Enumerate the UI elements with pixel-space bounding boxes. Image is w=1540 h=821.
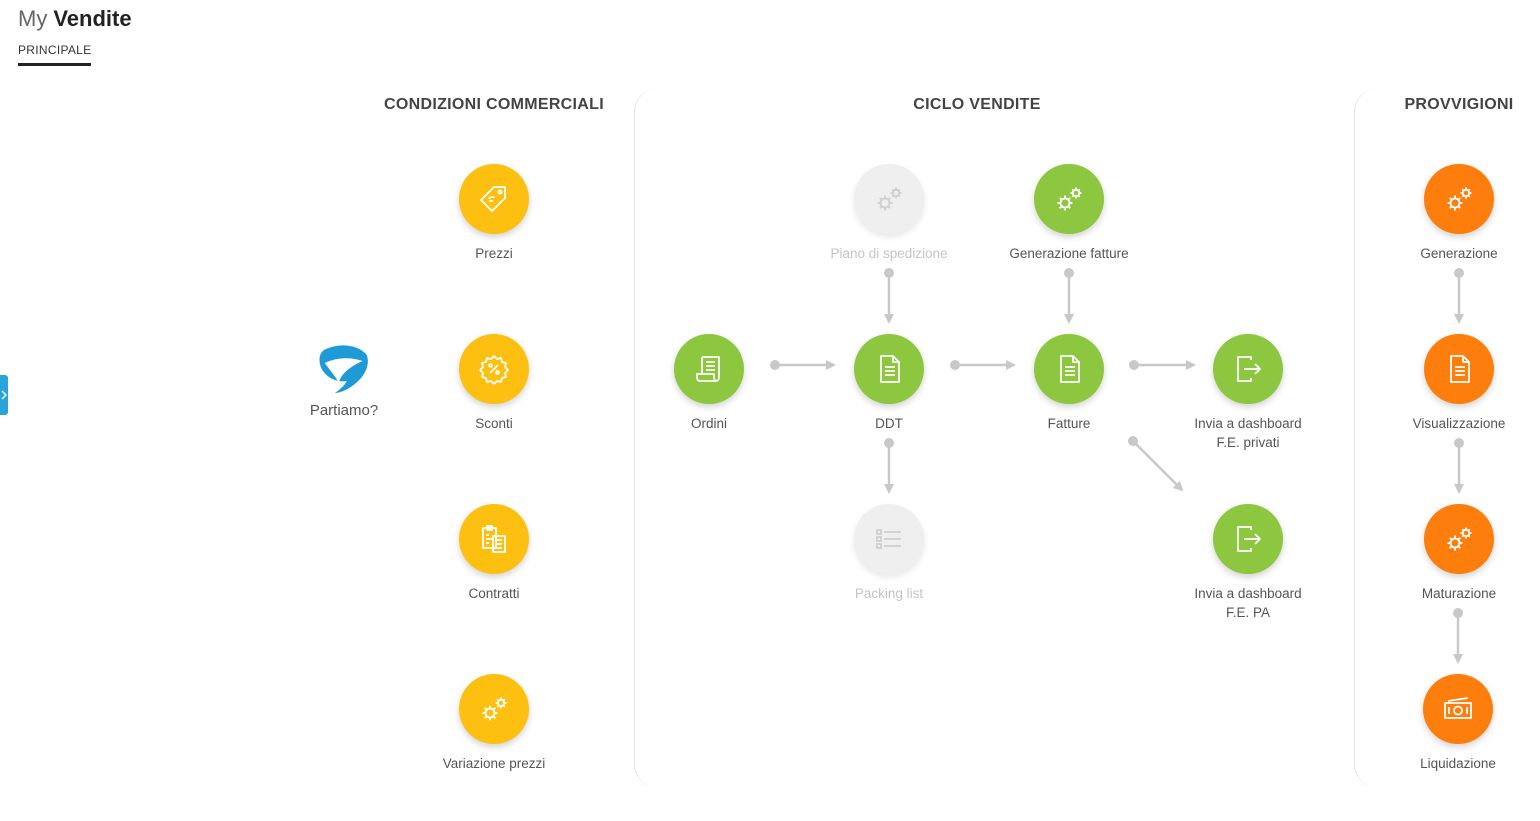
money-icon	[1444, 697, 1472, 719]
page-title: My Vendite	[18, 6, 132, 32]
welcome-button[interactable]: Partiamo?	[310, 343, 378, 419]
node-generazione-circle	[1424, 164, 1494, 234]
node-ddt-label: DDT	[875, 416, 903, 431]
node-invia-privati-circle	[1213, 334, 1283, 404]
node-invia-pa-label: Invia a dashboard F.E. PA	[1148, 584, 1348, 622]
node-variazione-label: Variazione prezzi	[442, 756, 546, 771]
discount-badge-icon	[479, 355, 509, 385]
node-invia-privati-label-line2: F.E. privati	[1216, 435, 1280, 450]
node-packing-list: Packing list	[789, 504, 989, 603]
node-maturazione-circle	[1424, 504, 1494, 574]
node-packing-label: Packing list	[854, 586, 924, 601]
node-visualizzazione-label: Visualizzazione	[1412, 416, 1506, 431]
node-generazione-fatture-label: Generazione fatture	[1009, 246, 1129, 261]
node-sconti-label: Sconti	[475, 416, 513, 431]
node-liquidazione[interactable]: Liquidazione	[1358, 674, 1540, 773]
gears-icon	[1446, 526, 1473, 552]
document-icon	[1450, 355, 1470, 383]
node-liquidazione-circle	[1423, 674, 1493, 744]
gears-icon	[876, 186, 903, 212]
section-divider-provvigioni	[1354, 88, 1379, 788]
node-fatture-label: Fatture	[1047, 416, 1091, 431]
node-fatture[interactable]: Fatture	[969, 334, 1169, 433]
node-invia-pa-label-line2: F.E. PA	[1225, 605, 1270, 620]
contract-icon	[482, 525, 506, 553]
node-invia-pa-label-line1: Invia a dashboard	[1194, 586, 1302, 601]
node-generazione[interactable]: Generazione	[1359, 164, 1540, 263]
document-icon	[1060, 355, 1080, 383]
arrow-generazione-visualizzazione	[1454, 268, 1464, 324]
node-contratti[interactable]: Contratti	[394, 504, 594, 603]
node-visualizzazione[interactable]: Visualizzazione	[1359, 334, 1540, 433]
arrow-generazione-fatture	[1064, 268, 1074, 324]
node-generazione-fatture-circle	[1034, 164, 1104, 234]
section-title-provvigioni: PROVVIGIONI	[1404, 96, 1514, 113]
logo-icon	[319, 345, 369, 393]
arrow-maturazione-liquidazione	[1453, 608, 1463, 664]
node-maturazione-label: Maturazione	[1421, 586, 1497, 601]
gears-icon	[1056, 186, 1083, 212]
welcome-label: Partiamo?	[309, 402, 379, 419]
node-invia-privati-label-line1: Invia a dashboard	[1194, 416, 1302, 431]
node-ordini[interactable]: Ordini	[609, 334, 809, 433]
node-sconti-circle	[459, 334, 529, 404]
node-packing-circle	[854, 504, 924, 574]
node-generazione-fatture[interactable]: Generazione fatture	[969, 164, 1169, 263]
arrow-ddt-packing	[884, 438, 894, 494]
node-invia-pa-circle	[1213, 504, 1283, 574]
chevron-right-icon	[1, 390, 7, 400]
node-variazione-circle	[459, 674, 529, 744]
node-sconti[interactable]: Sconti	[394, 334, 594, 433]
section-title-condizioni: CONDIZIONI COMMERCIALI	[384, 96, 604, 113]
node-ordini-circle	[674, 334, 744, 404]
node-piano-label: Piano di spedizione	[830, 246, 948, 261]
tab-principale[interactable]: PRINCIPALE	[18, 43, 92, 66]
node-liquidazione-label: Liquidazione	[1420, 756, 1496, 771]
node-invia-privati[interactable]: Invia a dashboard F.E. privati	[1148, 334, 1348, 452]
node-prezzi[interactable]: Prezzi	[394, 164, 594, 263]
node-ddt-circle	[854, 334, 924, 404]
price-tag-icon	[480, 186, 506, 212]
export-icon	[1237, 356, 1261, 382]
gears-icon	[1446, 186, 1473, 212]
node-generazione-label: Generazione	[1420, 246, 1498, 261]
node-piano-spedizione: Piano di spedizione	[789, 164, 989, 263]
list-icon	[876, 529, 901, 549]
node-invia-privati-label: Invia a dashboard F.E. privati	[1148, 414, 1348, 452]
node-visualizzazione-circle	[1424, 334, 1494, 404]
node-prezzi-label: Prezzi	[475, 246, 513, 261]
export-icon	[1237, 526, 1261, 552]
node-maturazione[interactable]: Maturazione	[1359, 504, 1540, 603]
node-variazione-prezzi[interactable]: Variazione prezzi	[394, 674, 594, 773]
node-contratti-label: Contratti	[468, 586, 520, 601]
node-piano-circle	[854, 164, 924, 234]
arrow-visualizzazione-maturazione	[1454, 438, 1464, 494]
section-title-ciclo: CICLO VENDITE	[913, 96, 1041, 113]
document-icon	[880, 355, 900, 383]
section-divider-ciclo	[634, 88, 659, 788]
gears-icon	[481, 696, 508, 722]
node-ordini-label: Ordini	[690, 416, 727, 431]
node-contratti-circle	[459, 504, 529, 574]
sidebar-toggle[interactable]	[0, 375, 8, 415]
node-prezzi-circle	[459, 164, 529, 234]
node-fatture-circle	[1034, 334, 1104, 404]
arrow-piano-ddt	[884, 268, 894, 324]
order-receipt-icon	[696, 356, 720, 382]
page-title-main: Vendite	[53, 6, 132, 31]
page-title-prefix: My	[18, 6, 48, 31]
node-invia-pa[interactable]: Invia a dashboard F.E. PA	[1148, 504, 1348, 622]
node-ddt[interactable]: DDT	[789, 334, 989, 433]
